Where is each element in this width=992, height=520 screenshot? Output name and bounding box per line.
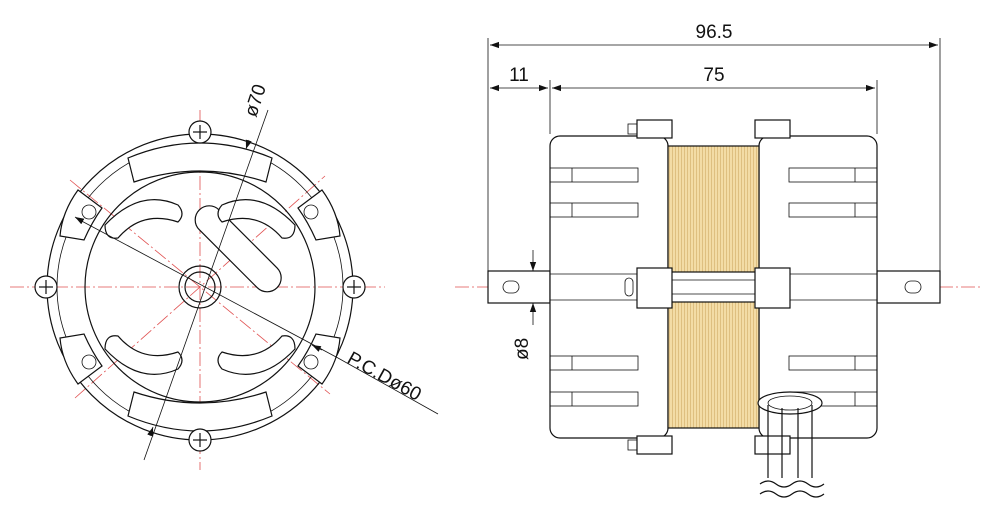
overall-length-label: 96.5 xyxy=(696,22,733,43)
dim-body-length: 75 xyxy=(552,65,875,92)
pcd-label: P.C.Dø60 xyxy=(344,348,425,406)
right-shaft xyxy=(876,270,941,304)
dim-shaft-length: 11 xyxy=(490,65,548,92)
shaft-hub-outer xyxy=(178,265,222,309)
side-view: 96.5 11 75 ø8 xyxy=(455,22,980,498)
dim-shaft-diameter: ø8 xyxy=(512,250,537,360)
lead-wires xyxy=(757,391,825,498)
pcd-holes xyxy=(81,204,319,370)
inner-plate-circle xyxy=(84,171,316,403)
shaft-diameter-label: ø8 xyxy=(512,338,533,360)
phillips-screw-icon xyxy=(34,120,366,452)
front-view: ø70 P.C.Dø60 xyxy=(10,82,439,470)
mounting-lugs xyxy=(59,142,341,432)
motor-body xyxy=(549,119,878,455)
body-length-label: 75 xyxy=(703,65,724,86)
ventilation-slots xyxy=(104,199,296,375)
shafts xyxy=(487,270,941,304)
shaft-length-label: 11 xyxy=(509,65,529,86)
front-diagonal-center-line-b xyxy=(74,175,326,399)
dim-overall-length: 96.5 xyxy=(490,22,938,49)
front-diagonal-center-line-a xyxy=(69,179,331,395)
